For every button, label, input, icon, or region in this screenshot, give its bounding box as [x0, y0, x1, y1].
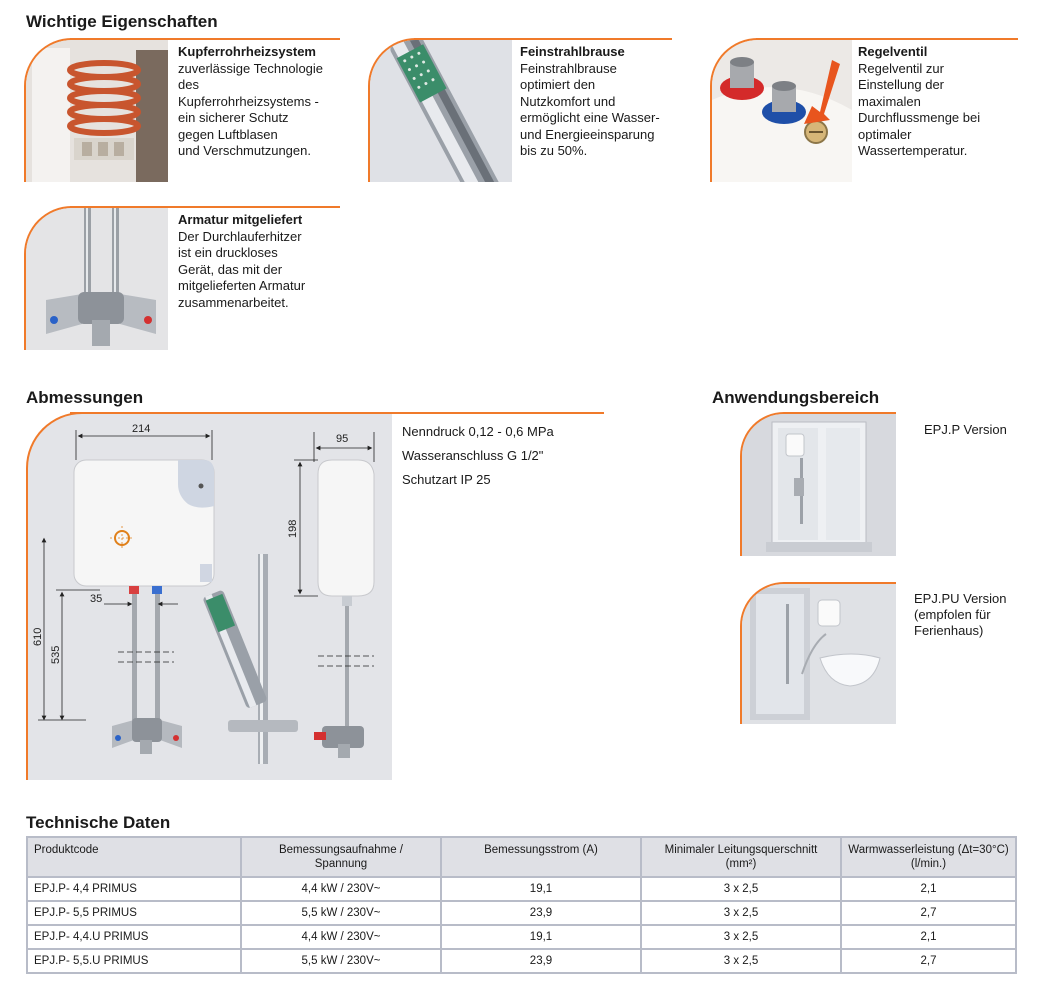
feature-line: ein sicherer Schutz: [178, 110, 289, 125]
table-cell: EPJ.P- 5,5.U PRIMUS: [26, 948, 242, 974]
dim-height-label: 198: [287, 520, 299, 538]
divider: [786, 412, 896, 414]
feature-line: und Verschmutzungen.: [178, 143, 311, 158]
table-row: EPJ.P- 5,5.U PRIMUS 5,5 kW / 230V~ 23,9 …: [26, 948, 1017, 974]
header-text: Produktcode: [34, 844, 99, 856]
feature-line: Feinstrahlbrause: [520, 60, 617, 76]
feature-line: Durchflussmenge bei: [858, 110, 981, 125]
dimensions-drawing: 214 35 610 535: [26, 412, 392, 780]
app-label-line: EPJ.PU Version: [914, 591, 1007, 606]
feature-line: mitgelieferten Armatur: [178, 278, 306, 293]
dim-width-label: 214: [132, 423, 150, 435]
feature-line: maximalen: [858, 93, 921, 109]
header-text: Bemessungsaufnahme / Spannung: [278, 844, 404, 870]
table-cell: 23,9: [440, 948, 642, 974]
table-cell: 2,7: [840, 948, 1017, 974]
spec-connection: Wasseranschluss G 1/2": [402, 448, 544, 463]
application-title: Anwendungsbereich: [712, 388, 880, 407]
table-header: Bemessungsaufnahme / Spannung: [240, 836, 442, 878]
feature-line: optimaler: [858, 126, 912, 142]
table-cell: 19,1: [440, 876, 642, 902]
table-cell: 2,7: [840, 900, 1017, 926]
divider: [70, 206, 340, 208]
feature-title: Feinstrahlbrause: [520, 44, 625, 59]
app-label-line: EPJ.P Version: [924, 422, 1007, 437]
app-version-p: EPJ.P Version: [924, 422, 1007, 438]
divider: [70, 38, 340, 40]
spec-protection: Schutzart IP 25: [402, 472, 491, 487]
table-cell: 19,1: [440, 924, 642, 950]
feature-line: Kupferrohrheizsystems -: [178, 93, 319, 109]
feature-line: Einstellung der: [858, 77, 944, 92]
feature-line: ist ein druckloses: [178, 245, 278, 260]
feature-line: Regelventil zur: [858, 60, 944, 76]
table-header: Produktcode: [26, 836, 242, 878]
dim-pipe-label: 535: [50, 646, 62, 664]
feature-title: Regelventil: [858, 44, 928, 59]
app-label-line: (empfolen für: [914, 607, 991, 622]
table-cell: 5,5 kW / 230V~: [240, 948, 442, 974]
control-valve-image: [710, 38, 852, 182]
feature-line: Gerät, das mit der: [178, 261, 283, 277]
table-cell: EPJ.P- 4,4 PRIMUS: [26, 876, 242, 902]
dim-total-label: 610: [32, 628, 44, 646]
table-cell: 3 x 2,5: [640, 948, 842, 974]
table-cell: 4,4 kW / 230V~: [240, 924, 442, 950]
copper-heater-image: [24, 38, 168, 182]
table-header: Minimaler Leitungsquerschnitt (mm²): [640, 836, 842, 878]
feature-title: Kupferrohrheizsystem: [178, 44, 316, 59]
table-cell: 3 x 2,5: [640, 876, 842, 902]
tech-table: Produktcode Bemessungsaufnahme / Spannun…: [26, 836, 1017, 974]
spec-pressure: Nenndruck 0,12 - 0,6 MPa: [402, 424, 554, 439]
header-text: Bemessungsstrom (A): [484, 844, 598, 856]
table-header-row: Produktcode Bemessungsaufnahme / Spannun…: [26, 836, 1017, 878]
dimensions-title: Abmessungen: [26, 388, 144, 407]
table-row: EPJ.P- 5,5 PRIMUS 5,5 kW / 230V~ 23,9 3 …: [26, 900, 1017, 926]
faucet-image: [24, 206, 168, 350]
table-header: Warmwasserleistung (Δt=30°C) (l/min.): [840, 836, 1017, 878]
header-text: Warmwasserleistung (Δt=30°C) (l/min.): [848, 844, 1009, 870]
divider: [756, 38, 1018, 40]
table-row: EPJ.P- 4,4 PRIMUS 4,4 kW / 230V~ 19,1 3 …: [26, 876, 1017, 902]
feature-line: ermöglicht eine Wasser-: [520, 110, 660, 125]
table-row: EPJ.P- 4,4.U PRIMUS 4,4 kW / 230V~ 19,1 …: [26, 924, 1017, 950]
table-header: Bemessungsstrom (A): [440, 836, 642, 878]
feature-line: und Energieeinsparung: [520, 126, 655, 142]
shower-cabin-image: [740, 412, 896, 556]
feature-line: des: [178, 77, 199, 92]
table-cell: 23,9: [440, 900, 642, 926]
feature-line: Der Durchlauferhitzer: [178, 228, 302, 244]
feature-title: Armatur mitgeliefert: [178, 212, 303, 227]
table-cell: 3 x 2,5: [640, 900, 842, 926]
feature-line: Wassertemperatur.: [858, 143, 968, 158]
table-cell: 5,5 kW / 230V~: [240, 900, 442, 926]
table-cell: EPJ.P- 5,5 PRIMUS: [26, 900, 242, 926]
feature-shower-text: Feinstrahlbrause Feinstrahlbrause optimi…: [520, 44, 660, 160]
feature-valve-text: Regelventil Regelventil zur Einstellung …: [858, 44, 980, 160]
feature-faucet-text: Armatur mitgeliefert Der Durchlauferhitz…: [178, 212, 305, 311]
divider: [414, 38, 672, 40]
table-cell: 2,1: [840, 924, 1017, 950]
header-text: Minimaler Leitungsquerschnitt (mm²): [664, 844, 818, 870]
feature-line: zusammenarbeitet.: [178, 294, 289, 310]
tech-title: Technische Daten: [26, 813, 171, 832]
table-cell: EPJ.P- 4,4.U PRIMUS: [26, 924, 242, 950]
app-label-line: Ferienhaus): [914, 623, 984, 638]
feature-line: zuverlässige Technologie: [178, 60, 324, 76]
shower-head-image: [368, 38, 512, 182]
feature-line: optimiert den: [520, 77, 596, 92]
features-title: Wichtige Eigenschaften: [26, 12, 218, 31]
app-version-pu: EPJ.PU Version (empfolen für Ferienhaus): [914, 591, 1007, 639]
table-cell: 4,4 kW / 230V~: [240, 876, 442, 902]
table-cell: 2,1: [840, 876, 1017, 902]
feature-copper-text: Kupferrohrheizsystem zuverlässige Techno…: [178, 44, 323, 160]
divider: [786, 582, 896, 584]
shower-sink-image: [740, 582, 896, 724]
table-cell: 3 x 2,5: [640, 924, 842, 950]
feature-line: bis zu 50%.: [520, 143, 588, 158]
dim-depth-label: 95: [336, 433, 348, 445]
feature-line: Nutzkomfort und: [520, 93, 616, 109]
dim-spacing-label: 35: [90, 593, 102, 605]
feature-line: gegen Luftblasen: [178, 126, 278, 142]
